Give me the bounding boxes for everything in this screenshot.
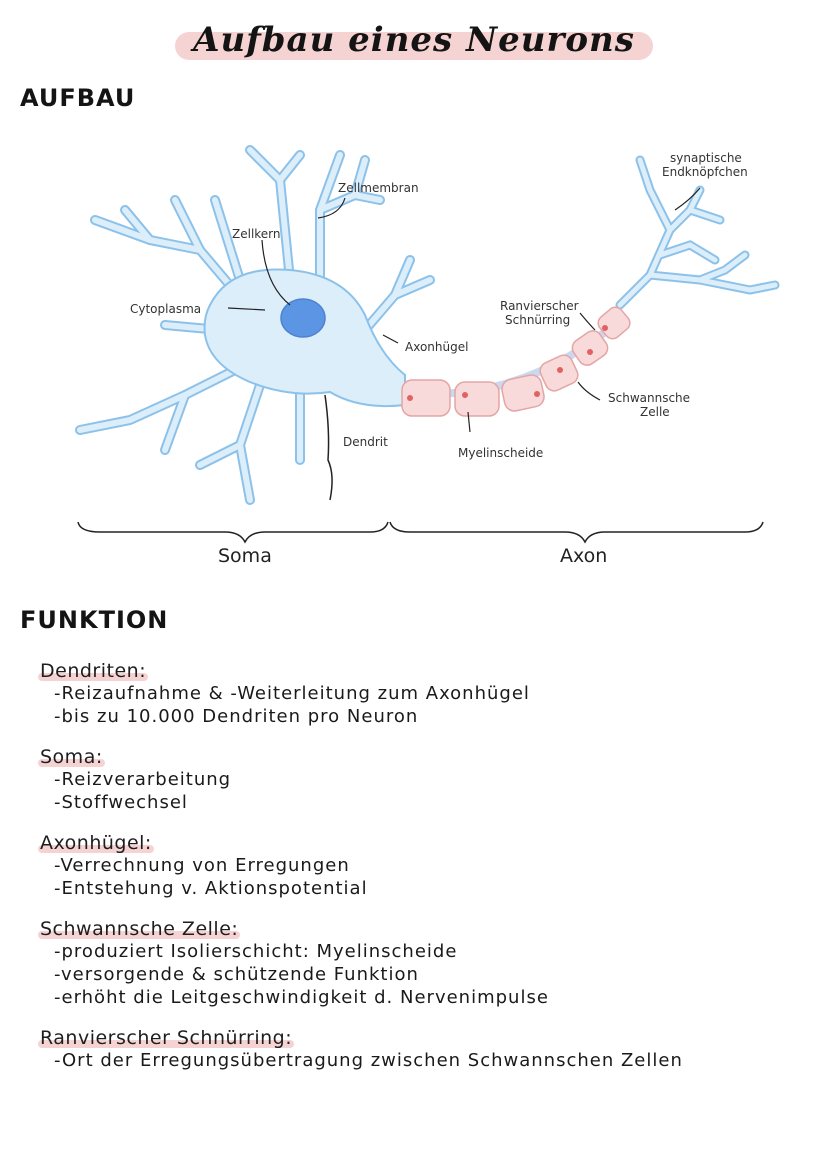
label-arrows — [227, 187, 701, 501]
label-ranvier-line2: Schnürring — [505, 313, 570, 327]
schwann-cell-2 — [454, 381, 500, 417]
function-heading: Soma: — [38, 746, 105, 768]
function-item: -Ort der Erregungsübertragung zwischen S… — [54, 1050, 683, 1071]
function-group-schwannsche-zelle: Schwannsche Zelle: -produziert Isoliersc… — [37, 918, 820, 1009]
function-item: -erhöht die Leitgeschwindigkeit d. Nerve… — [54, 987, 549, 1008]
myelin-sheath-segments — [401, 306, 631, 417]
function-item: -bis zu 10.000 Dendriten pro Neuron — [54, 706, 419, 727]
schwann-nucleus — [557, 367, 563, 373]
label-zellkern: Zellkern — [232, 227, 281, 241]
function-item: -Verrechnung von Erregungen — [54, 855, 350, 876]
braces — [77, 521, 764, 544]
schwann-nucleus — [534, 391, 540, 397]
function-item: -produziert Isolierschicht: Myelinscheid… — [54, 941, 458, 962]
neuron-diagram: Zellmembran Zellkern Cytoplasma Axonhüge… — [75, 145, 780, 567]
schwann-cell-1 — [401, 379, 451, 417]
schwann-nucleus — [407, 395, 413, 401]
label-soma: Soma — [218, 545, 272, 567]
label-myelinscheide: Myelinscheide — [458, 446, 543, 460]
function-item: -Reizverarbeitung — [54, 769, 232, 790]
label-cytoplasma: Cytoplasma — [130, 302, 201, 316]
label-synaptic-line1: synaptische — [670, 151, 742, 165]
function-group-dendriten: Dendriten: -Reizaufnahme & -Weiterleitun… — [37, 660, 820, 728]
schwann-cell-3 — [501, 374, 545, 412]
soma-brace — [77, 521, 389, 544]
label-zellmembran: Zellmembran — [338, 181, 419, 195]
schwann-cell-6 — [597, 306, 631, 340]
title-wrap: Aufbau eines Neurons — [0, 18, 828, 62]
label-ranvier-line1: Ranvierscher — [500, 299, 579, 313]
schwann-nucleus — [587, 349, 593, 355]
function-group-ranvierscher-schnuerring: Ranvierscher Schnürring: -Ort der Erregu… — [37, 1027, 820, 1072]
section-heading-funktion: FUNKTION — [20, 606, 169, 634]
page-title: Aufbau eines Neurons — [175, 18, 653, 62]
label-synaptic-line2: Endknöpfchen — [662, 165, 748, 179]
schwann-cell-5 — [571, 330, 609, 366]
function-item: -Reizaufnahme & -Weiterleitung zum Axonh… — [54, 683, 530, 704]
label-axonhuegel: Axonhügel — [405, 340, 468, 354]
axon-brace — [389, 521, 764, 544]
function-heading: Axonhügel: — [38, 832, 154, 854]
function-heading: Schwannsche Zelle: — [37, 918, 241, 940]
label-axon: Axon — [560, 545, 607, 567]
schwann-cell-4 — [539, 354, 579, 392]
label-schwann-line2: Zelle — [640, 405, 670, 419]
soma-body — [203, 268, 406, 408]
function-item: -Entstehung v. Aktionspotential — [54, 878, 368, 899]
nucleus — [280, 298, 326, 338]
schwann-nucleus — [462, 392, 468, 398]
label-schwann-line1: Schwannsche — [608, 391, 690, 405]
function-heading: Dendriten: — [37, 660, 149, 682]
section-heading-aufbau: AUFBAU — [20, 84, 136, 112]
label-dendrit: Dendrit — [343, 435, 388, 449]
function-list: Dendriten: -Reizaufnahme & -Weiterleitun… — [37, 660, 820, 1090]
schwann-nucleus — [602, 325, 608, 331]
function-item: -versorgende & schützende Funktion — [54, 964, 419, 985]
function-group-axonhuegel: Axonhügel: -Verrechnung von Erregungen -… — [38, 832, 820, 900]
function-heading: Ranvierscher Schnürring: — [37, 1027, 295, 1049]
function-item: -Stoffwechsel — [54, 792, 188, 813]
function-group-soma: Soma: -Reizverarbeitung -Stoffwechsel — [38, 746, 820, 814]
